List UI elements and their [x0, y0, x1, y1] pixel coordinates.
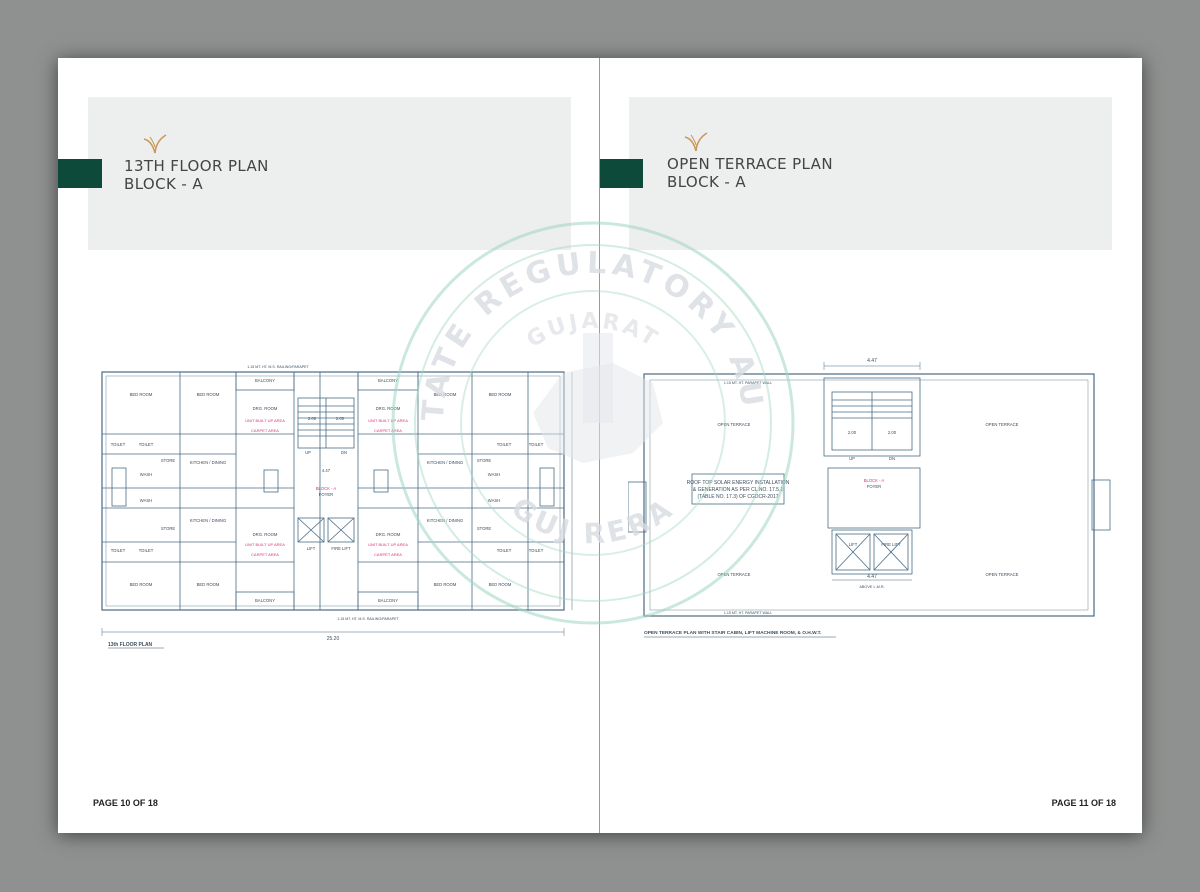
stair-dim: 2.00 — [308, 416, 317, 421]
title-line-1: OPEN TERRACE PLAN — [667, 155, 833, 173]
page-title: 13TH FLOOR PLAN BLOCK - A — [124, 157, 269, 193]
plan-caption: 13th FLOOR PLAN — [108, 642, 153, 648]
title-line-2: BLOCK - A — [667, 173, 747, 191]
page-10: 13TH FLOOR PLAN BLOCK - A — [58, 58, 600, 833]
room-label: TOILET — [529, 548, 544, 553]
parapet-note: 1.15 MT. HT. PARAPET WALL — [724, 611, 772, 615]
room-label: TOILET — [139, 442, 154, 447]
carpet-area-label: CARPET AREA — [251, 552, 279, 557]
solar-note: & GENERATION AS PER CL.NO. 17.5.1 — [693, 487, 783, 493]
solar-note: ROOF TOP SOLAR ENERGY INSTALLATION — [687, 480, 790, 486]
room-label: KITCHEN / DINING — [190, 460, 227, 465]
page-number: PAGE 10 OF 18 — [93, 798, 158, 808]
room-label: WASH — [140, 472, 152, 477]
brand-logo-icon — [684, 132, 708, 152]
unit-area-label: UNIT BUILT UP AREA — [368, 542, 408, 547]
carpet-area-label: CARPET AREA — [251, 428, 279, 433]
room-label: BED ROOM — [434, 582, 457, 587]
room-label: DRG. ROOM — [253, 406, 278, 411]
room-label: STORE — [477, 458, 492, 463]
stair-label: DN — [341, 450, 347, 455]
room-label: KITCHEN / DINING — [190, 518, 227, 523]
room-label: BED ROOM — [197, 582, 220, 587]
room-label: BED ROOM — [489, 582, 512, 587]
room-label: STORE — [161, 526, 176, 531]
room-label: FOYER — [319, 492, 333, 497]
room-label: BED ROOM — [197, 392, 220, 397]
parapet-note: 1.15 MT. HT. PARAPET WALL — [724, 381, 772, 385]
title-line-1: 13TH FLOOR PLAN — [124, 157, 269, 175]
room-label: TOILET — [497, 548, 512, 553]
terrace-label: OPEN TERRACE — [986, 572, 1019, 577]
dimension-label: 4.47 — [322, 468, 331, 473]
room-label: FIRE LIFT — [331, 546, 351, 551]
room-label: TOILET — [497, 442, 512, 447]
room-label: WASH — [488, 472, 500, 477]
carpet-area-label: CARPET AREA — [374, 428, 402, 433]
room-label: TOILET — [111, 442, 126, 447]
plan-outline — [101, 371, 565, 611]
header-accent-bar — [600, 159, 643, 188]
room-label: BED ROOM — [489, 392, 512, 397]
carpet-area-label: CARPET AREA — [374, 552, 402, 557]
room-label: BALCONY — [378, 378, 398, 383]
room-label: BED ROOM — [130, 582, 153, 587]
room-label: STORE — [477, 526, 492, 531]
unit-area-label: UNIT BUILT UP AREA — [245, 542, 285, 547]
room-label: LIFT — [849, 542, 858, 547]
railing-note: 1.15 MT. HT. M.S. RAILING/PARAPET — [247, 365, 309, 369]
dimension-label: 4.47 — [867, 358, 877, 364]
room-label: BED ROOM — [434, 392, 457, 397]
room-label: TOILET — [111, 548, 126, 553]
room-label: KITCHEN / DINING — [427, 518, 464, 523]
block-label: BLOCK - A — [864, 478, 885, 483]
room-label: BED ROOM — [130, 392, 153, 397]
terrace-label: OPEN TERRACE — [718, 572, 751, 577]
overall-dimension: 25.20 — [327, 636, 340, 642]
room-label: WASH — [140, 498, 152, 503]
room-label: TOILET — [139, 548, 154, 553]
stair-label: UP — [849, 456, 855, 461]
document-spread: 13TH FLOOR PLAN BLOCK - A — [58, 58, 1142, 833]
room-label: WASH — [488, 498, 500, 503]
stair-label: UP — [305, 450, 311, 455]
plan-caption: OPEN TERRACE PLAN WITH STAIR CABIN, LIFT… — [644, 630, 821, 636]
block-label: BLOCK - A — [316, 486, 337, 491]
title-line-2: BLOCK - A — [124, 175, 204, 193]
page-number: PAGE 11 OF 18 — [1051, 798, 1116, 808]
room-label: BALCONY — [378, 598, 398, 603]
unit-area-label: UNIT BUILT UP AREA — [368, 418, 408, 423]
room-label: DRG. ROOM — [253, 532, 278, 537]
room-label: ABOVE L.M.R. — [859, 585, 884, 589]
room-label: STORE — [161, 458, 176, 463]
stair-dim: 2.00 — [888, 430, 897, 435]
page-11: OPEN TERRACE PLAN BLOCK - A — [600, 58, 1142, 833]
terrace-label: OPEN TERRACE — [718, 422, 751, 427]
room-label: FIRE LIFT — [881, 542, 901, 547]
room-label: DRG. ROOM — [376, 532, 401, 537]
terrace-plan: OPEN TERRACE OPEN TERRACE OPEN TERRACE O… — [628, 358, 1111, 638]
terrace-label: OPEN TERRACE — [986, 422, 1019, 427]
unit-area-label: UNIT BUILT UP AREA — [245, 418, 285, 423]
room-label: KITCHEN / DINING — [427, 460, 464, 465]
room-label: FOYER — [867, 484, 881, 489]
railing-note: 1.15 MT. HT. M.S. RAILING/PARAPET — [337, 617, 399, 621]
room-label: TOILET — [529, 442, 544, 447]
room-label: LIFT — [307, 546, 316, 551]
dimension-label: 4.47 — [867, 574, 877, 580]
floor-plan-13th: BED ROOM BED ROOM BED ROOM BED ROOM BED … — [101, 365, 573, 649]
page-title: OPEN TERRACE PLAN BLOCK - A — [667, 155, 833, 191]
room-label: BALCONY — [255, 378, 275, 383]
stair-label: DN — [889, 456, 895, 461]
solar-note: (TABLE NO. 17.3) OF CGDCR-2017 — [697, 494, 778, 500]
header-accent-bar — [58, 159, 102, 188]
stair-dim: 2.00 — [336, 416, 345, 421]
room-label: BALCONY — [255, 598, 275, 603]
room-label: DRG. ROOM — [376, 406, 401, 411]
stair-dim: 2.00 — [848, 430, 857, 435]
brand-logo-icon — [143, 134, 167, 154]
